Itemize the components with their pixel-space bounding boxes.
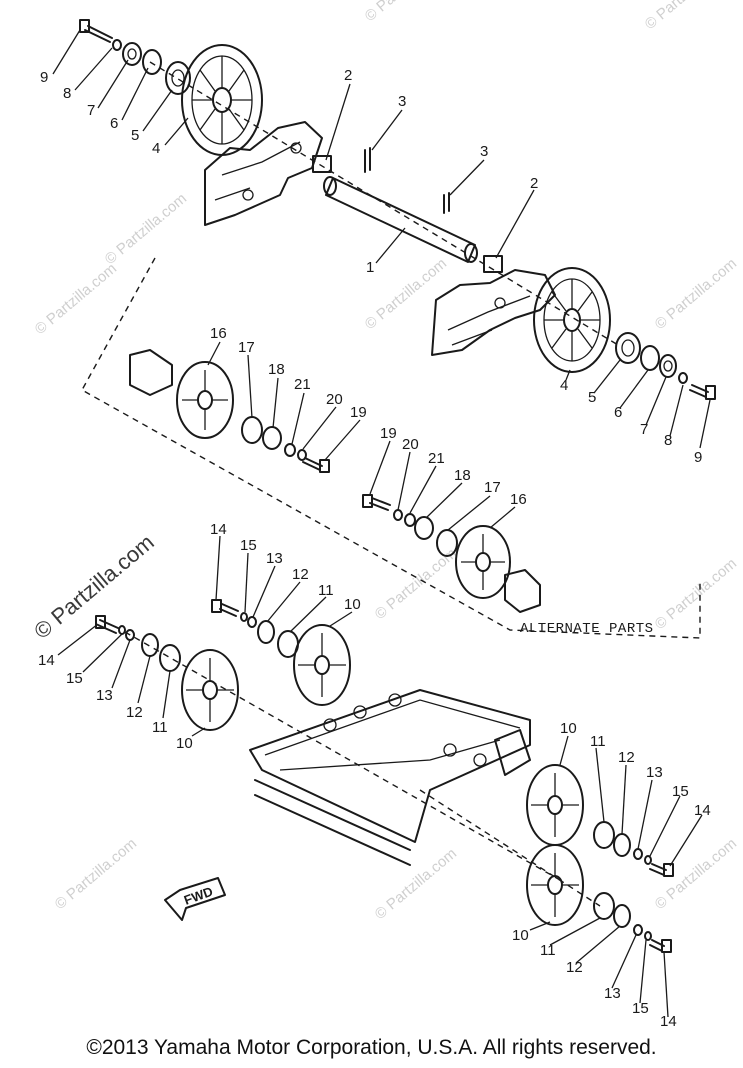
- callout: 11: [590, 733, 606, 750]
- callout: 2: [344, 67, 352, 84]
- callout: 6: [614, 404, 622, 421]
- callout: 20: [326, 391, 343, 408]
- alternate-right-group: [362, 494, 541, 613]
- callout: 13: [266, 550, 283, 567]
- wheel-upper-left: [181, 44, 263, 156]
- callout: 3: [398, 93, 406, 110]
- axis-line-upper: [149, 61, 619, 346]
- callout: 12: [618, 749, 635, 766]
- callout: 2: [530, 175, 538, 192]
- callout: 9: [40, 69, 48, 86]
- wheel-lower-left-outer: [181, 649, 239, 731]
- callout: 6: [110, 115, 118, 132]
- callout: 15: [66, 670, 83, 687]
- watermark-text: © Partzilla.com: [102, 190, 190, 268]
- callout-labels: 9 8 7 6 5 4 2 3 3 2 1 4 5 6 7 8 9 16 17 …: [38, 67, 711, 1030]
- callout: 13: [646, 764, 663, 781]
- wheel-upper-right: [533, 267, 611, 373]
- wheel-lower-right-upper: [526, 764, 584, 846]
- alternate-parts-boundary: [81, 257, 701, 639]
- watermark-text: © Partzilla.com: [362, 255, 450, 333]
- callout: 10: [176, 735, 193, 752]
- callout: 10: [560, 720, 577, 737]
- axis-line-lower-right: [419, 789, 601, 907]
- pin-upper: [364, 147, 371, 173]
- hardware-upper-left: [79, 19, 191, 95]
- callout: 10: [512, 927, 529, 944]
- copyright-notice: ©2013 Yamaha Motor Corporation, U.S.A. A…: [86, 1036, 657, 1059]
- callout: 19: [380, 425, 397, 442]
- callout: 21: [428, 450, 445, 467]
- watermark-text: © Partzilla.com: [52, 835, 140, 913]
- callout: 3: [480, 143, 488, 160]
- callout: 14: [694, 802, 711, 819]
- callout: 12: [292, 566, 309, 583]
- wheel-lower-right-lower: [526, 844, 584, 926]
- callout: 5: [588, 389, 596, 406]
- callout: 7: [640, 421, 648, 438]
- callout: 12: [126, 704, 143, 721]
- callout: 15: [240, 537, 257, 554]
- callout: 15: [672, 783, 689, 800]
- bracket-upper-left: [204, 121, 323, 226]
- callout: 8: [63, 85, 71, 102]
- watermark-text: © Partzilla.com: [652, 555, 740, 633]
- hardware-lower-right-upper: [593, 821, 674, 877]
- wheel-lower-left-inner: [293, 624, 351, 706]
- watermark-text: © Partzilla.com: [32, 260, 120, 338]
- callout: 11: [540, 942, 556, 959]
- axis-line-lower-left: [124, 631, 561, 881]
- callout: 7: [87, 102, 95, 119]
- callout: 13: [604, 985, 621, 1002]
- hardware-lower-left-inner: [211, 599, 299, 658]
- hardware-lower-left-outer: [95, 615, 181, 672]
- lower-frame: [249, 689, 531, 866]
- callout: 13: [96, 687, 113, 704]
- hardware-upper-right: [615, 332, 716, 400]
- callout: 14: [660, 1013, 677, 1030]
- watermark-text: © Partzilla.com: [642, 0, 730, 33]
- callout: 5: [131, 127, 139, 144]
- callout: 18: [454, 467, 471, 484]
- callout: 9: [694, 449, 702, 466]
- callout: 4: [152, 140, 160, 157]
- watermark-text: © Partzilla.com: [362, 0, 450, 25]
- callout: 16: [210, 325, 227, 342]
- leader-lines: [52, 29, 711, 1018]
- watermark-text: © Partzilla.com: [652, 255, 740, 333]
- forward-direction-arrow: FWD: [164, 877, 226, 921]
- callout: 12: [566, 959, 583, 976]
- bracket-upper-right: [431, 269, 556, 356]
- callout: 4: [560, 377, 568, 394]
- callout: 17: [238, 339, 255, 356]
- callout: 21: [294, 376, 311, 393]
- callout: 17: [484, 479, 501, 496]
- callout: 20: [402, 436, 419, 453]
- hardware-lower-right-lower: [593, 892, 672, 953]
- spacer-block-upper: [312, 155, 332, 173]
- callout: 8: [664, 432, 672, 449]
- callout: 15: [632, 1000, 649, 1017]
- watermark-text: © Partzilla.com: [372, 845, 460, 923]
- callout: 1: [366, 259, 374, 276]
- callout: 19: [350, 404, 367, 421]
- pin-lower: [443, 192, 450, 214]
- callout: 10: [344, 596, 361, 613]
- callout: 18: [268, 361, 285, 378]
- callout: 16: [510, 491, 527, 508]
- callout: 14: [38, 652, 55, 669]
- alternate-parts-label: ALTERNATE PARTS: [520, 621, 654, 637]
- callout: 14: [210, 521, 227, 538]
- shaft: [323, 176, 478, 263]
- callout: 11: [152, 719, 168, 736]
- callout: 11: [318, 582, 334, 599]
